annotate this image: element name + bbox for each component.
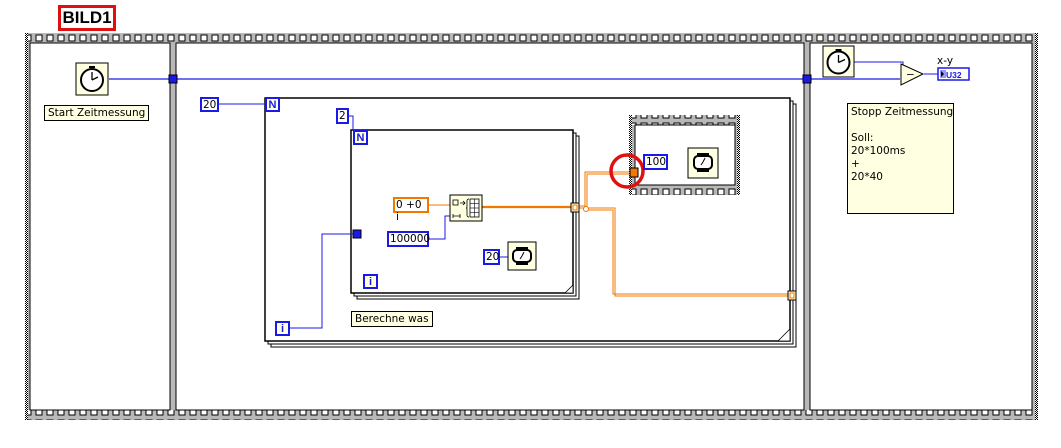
complex-constant[interactable]: 0 +0 i xyxy=(393,197,429,223)
subtract-symbol: − xyxy=(906,69,915,81)
highlight-circle xyxy=(609,153,645,189)
start-stopwatch-icon[interactable] xyxy=(75,62,109,96)
outer-loop-count-constant[interactable]: 20 xyxy=(200,97,219,112)
u32-indicator[interactable]: U32 xyxy=(937,67,970,81)
inner-wait-constant[interactable]: 20 xyxy=(483,249,500,265)
wait-ms-node-inner[interactable] xyxy=(507,241,537,271)
inner-sequence-tunnel[interactable] xyxy=(629,167,639,178)
outer-loop-tunnel[interactable] xyxy=(787,290,797,301)
initialize-array-node[interactable] xyxy=(449,194,483,222)
stop-timer-comment: Stopp Zeitmessung Soll: 20*100ms + 20*40 xyxy=(847,103,954,214)
stop-stopwatch-icon[interactable] xyxy=(822,45,855,78)
title-badge: BILD1 xyxy=(58,5,116,31)
inner-loop-count-terminal[interactable]: N xyxy=(353,130,368,145)
inner-loop-tunnel[interactable] xyxy=(570,202,580,213)
inner-loop-count-constant[interactable]: 2 xyxy=(336,108,349,124)
sequence-wait-constant[interactable]: 100 xyxy=(643,154,668,170)
calc-label: Berechne was xyxy=(351,311,433,327)
sequence-tunnel-2[interactable] xyxy=(802,74,812,84)
inner-for-loop[interactable] xyxy=(350,129,580,300)
sequence-frame-1[interactable] xyxy=(29,42,171,411)
sequence-tunnel-1[interactable] xyxy=(168,74,178,84)
indicator-label: x-y xyxy=(937,55,953,67)
inner-loop-input-tunnel[interactable] xyxy=(352,229,362,239)
indicator-type: U32 xyxy=(946,70,962,80)
wait-ms-node-sequence[interactable] xyxy=(687,147,719,179)
inner-loop-iteration-terminal: i xyxy=(363,274,378,289)
start-timer-label: Start Zeitmessung xyxy=(44,105,150,121)
sequence-frame-3[interactable] xyxy=(809,42,1033,411)
outer-loop-iteration-terminal: i xyxy=(275,321,290,336)
subtract-node[interactable]: − xyxy=(900,63,925,86)
flat-sequence-structure[interactable] xyxy=(25,33,1038,420)
array-size-constant[interactable]: 100000 xyxy=(387,231,430,247)
outer-loop-count-terminal[interactable]: N xyxy=(265,97,280,112)
